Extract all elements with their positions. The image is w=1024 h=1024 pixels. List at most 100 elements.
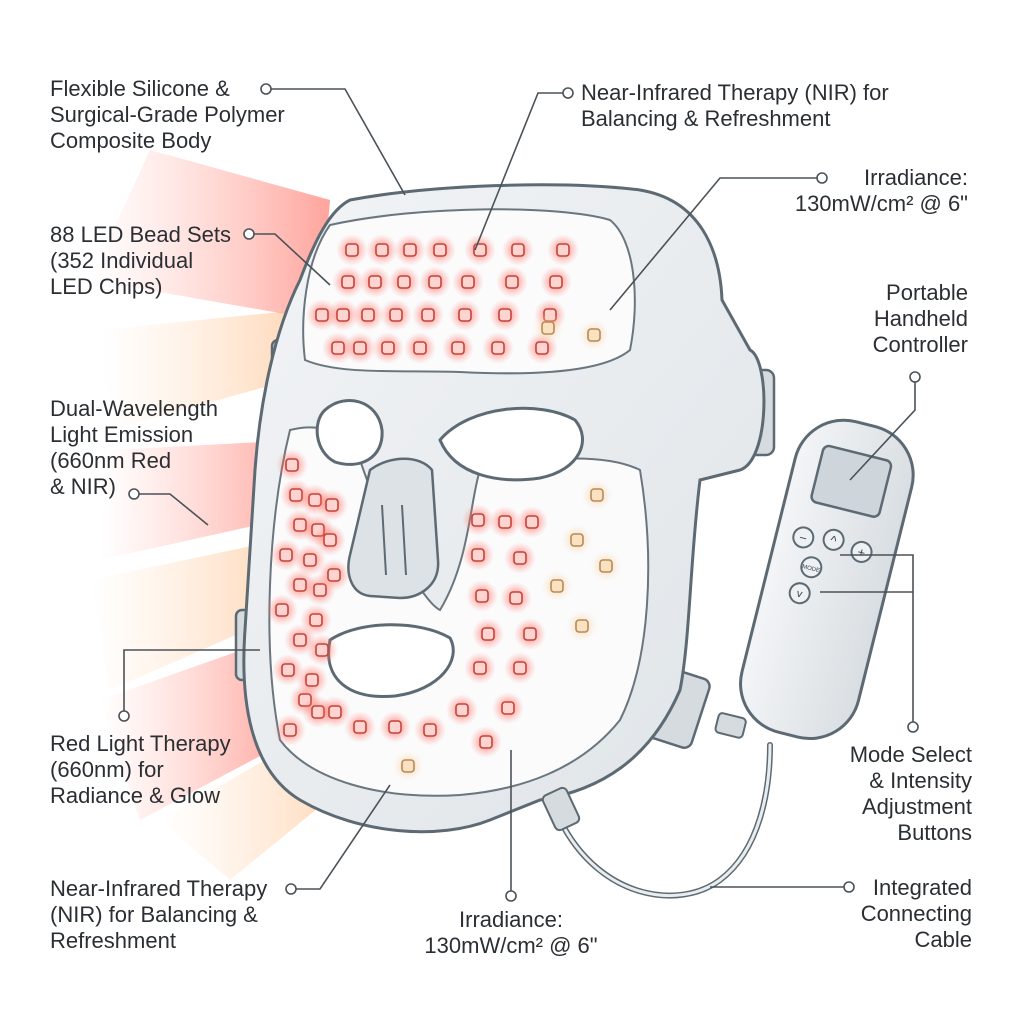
up-button-label: ^	[829, 532, 839, 548]
up-button[interactable]	[821, 528, 845, 552]
callout-red-light-line: (660nm) for	[50, 757, 164, 782]
callout-dual-wavelength-line: & NIR)	[50, 474, 116, 499]
led-bead	[305, 673, 319, 687]
callout-red-light: Red Light Therapy (660nm) for Radiance &…	[50, 731, 231, 809]
led-bead	[353, 720, 367, 734]
led-bead	[345, 243, 359, 257]
callout-mode-buttons: Mode Select & Intensity Adjustment Butto…	[800, 742, 972, 846]
led-bead	[331, 341, 345, 355]
led-bead	[421, 308, 435, 322]
led-bead	[501, 701, 515, 715]
down-button[interactable]	[788, 581, 812, 605]
led-bead	[505, 275, 519, 289]
mouth-hole	[327, 623, 455, 698]
led-bead	[423, 723, 437, 737]
led-bead	[513, 551, 527, 565]
callout-nir-bottom-line: Near-Infrared Therapy	[50, 876, 268, 901]
led-bead	[481, 627, 495, 641]
callout-controller: Portable Handheld Controller	[820, 280, 968, 358]
led-bead	[570, 533, 584, 547]
callout-body-material-line: Surgical-Grade Polymer	[50, 102, 285, 127]
callout-cable-line: Connecting	[860, 901, 972, 926]
callout-irradiance-bottom-line: Irradiance:	[459, 907, 563, 932]
callout-controller-line: Controller	[872, 332, 968, 357]
callout-body-material: Flexible Silicone & Surgical-Grade Polym…	[50, 76, 285, 154]
led-bead	[285, 458, 299, 472]
led-bead	[397, 275, 411, 289]
callout-led-beads: 88 LED Bead Sets (352 Individual LED Chi…	[50, 222, 231, 300]
led-bead	[433, 243, 447, 257]
led-bead	[303, 553, 317, 567]
led-bead	[575, 619, 589, 633]
callout-cable-line: Cable	[914, 927, 972, 952]
led-bead	[513, 661, 527, 675]
minus-button[interactable]	[791, 525, 815, 549]
led-bead	[491, 341, 505, 355]
led-bead	[403, 243, 417, 257]
led-bead	[413, 341, 427, 355]
callout-irradiance-bottom-line: 130mW/cm² @ 6"	[424, 933, 598, 958]
down-button-label: v	[795, 588, 804, 601]
right-eye-hole	[438, 406, 584, 482]
led-bead	[275, 603, 289, 617]
led-bead	[327, 568, 341, 582]
callout-nir-top-line: Near-Infrared Therapy (NIR) for	[581, 80, 889, 105]
led-bead	[541, 321, 555, 335]
callout-nir-top: Near-Infrared Therapy (NIR) for Balancin…	[581, 80, 889, 132]
callout-nir-bottom: Near-Infrared Therapy (NIR) for Balancin…	[50, 876, 267, 954]
callout-dual-wavelength-line: Dual-Wavelength	[50, 396, 218, 421]
callout-cable: Integrated Connecting Cable	[840, 875, 972, 953]
led-bead	[599, 559, 613, 573]
led-bead	[461, 275, 475, 289]
led-bead	[293, 633, 307, 647]
callout-body-material-line: Flexible Silicone &	[50, 76, 230, 101]
led-bead	[455, 703, 469, 717]
led-bead	[323, 533, 337, 547]
mode-button[interactable]	[799, 555, 823, 579]
led-bead	[587, 328, 601, 342]
callout-dual-wavelength-line: (660nm Red	[50, 448, 172, 473]
nose-bridge	[347, 457, 440, 600]
left-eye-hole	[315, 399, 384, 466]
led-bead	[451, 341, 465, 355]
led-bead	[309, 613, 323, 627]
led-bead	[525, 515, 539, 529]
led-bead	[353, 341, 367, 355]
callout-nir-bottom-line: Refreshment	[50, 928, 176, 953]
led-bead	[498, 308, 512, 322]
callout-red-light-line: Radiance & Glow	[50, 783, 220, 808]
led-bead	[556, 243, 570, 257]
callout-dual-wavelength-line: Light Emission	[50, 422, 194, 447]
callout-mode-buttons-line: & Intensity	[869, 768, 972, 793]
led-bead	[590, 488, 604, 502]
led-bead	[471, 548, 485, 562]
callout-mode-buttons-line: Mode Select	[849, 742, 972, 767]
led-bead	[401, 759, 415, 773]
plus-button-label: +	[856, 544, 867, 560]
callout-controller-line: Handheld	[873, 306, 968, 331]
callout-irradiance-top-line: 130mW/cm² @ 6"	[794, 191, 968, 216]
callout-led-beads-line: LED Chips)	[50, 274, 163, 299]
callout-led-beads-line: 88 LED Bead Sets	[50, 222, 232, 247]
led-bead	[550, 579, 564, 593]
led-bead	[328, 705, 342, 719]
led-bead	[325, 498, 339, 512]
led-bead	[281, 663, 295, 677]
callout-nir-top-line: Balancing & Refreshment	[581, 106, 831, 131]
callout-irradiance-top: Irradiance: 130mW/cm² @ 6"	[740, 165, 968, 217]
callout-dual-wavelength: Dual-Wavelength Light Emission (660nm Re…	[50, 396, 218, 500]
callout-cable-line: Integrated	[872, 875, 972, 900]
led-bead	[341, 275, 355, 289]
callout-red-light-line: Red Light Therapy	[50, 731, 231, 756]
led-bead	[283, 723, 297, 737]
led-bead	[549, 275, 563, 289]
led-bead	[475, 589, 489, 603]
led-bead	[511, 243, 525, 257]
led-bead	[458, 308, 472, 322]
callout-irradiance-top-line: Irradiance:	[864, 165, 968, 190]
led-bead	[336, 308, 350, 322]
controller-screen	[810, 444, 893, 518]
led-bead	[509, 591, 523, 605]
